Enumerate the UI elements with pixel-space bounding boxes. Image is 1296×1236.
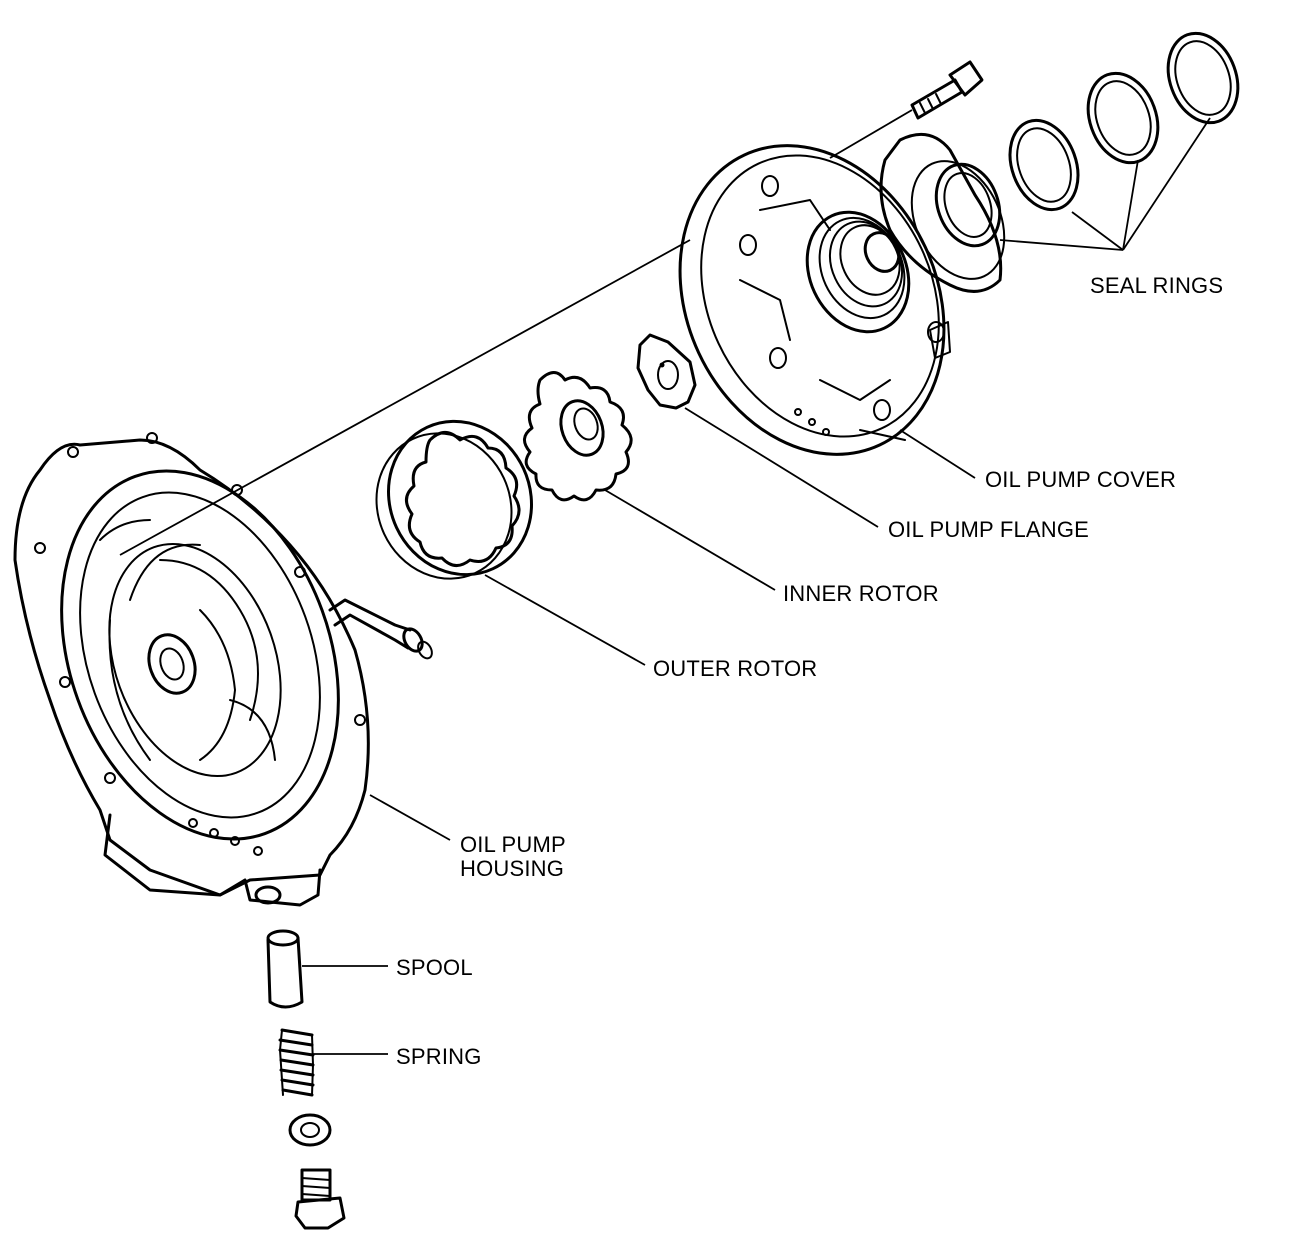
label-oil-pump-cover: OIL PUMP COVER bbox=[985, 467, 1176, 492]
label-outer-rotor: OUTER ROTOR bbox=[653, 656, 817, 681]
bolt-leader-line bbox=[829, 109, 913, 159]
seal-ring-4 bbox=[1166, 31, 1240, 125]
seal-rings-part bbox=[934, 31, 1240, 248]
leader-lines bbox=[302, 117, 1211, 1055]
plug-bolt-part bbox=[294, 1168, 346, 1230]
seal-ring-1 bbox=[934, 162, 1002, 248]
label-oil-pump-housing-line2: HOUSING bbox=[460, 856, 564, 881]
label-spool: SPOOL bbox=[396, 955, 473, 980]
label-oil-pump-flange: OIL PUMP FLANGE bbox=[888, 517, 1089, 542]
housing-bolt-holes bbox=[34, 432, 366, 856]
cover-plate-part bbox=[879, 132, 1006, 293]
label-spring: SPRING bbox=[396, 1044, 482, 1069]
spool-part bbox=[266, 929, 304, 1009]
label-inner-rotor: INNER ROTOR bbox=[783, 581, 939, 606]
seal-ring-2 bbox=[1008, 118, 1080, 212]
cover-bolt-part bbox=[910, 60, 984, 120]
label-seal-rings: SEAL RINGS bbox=[1090, 273, 1223, 298]
spring-part bbox=[278, 1028, 315, 1097]
assembly-axis-line bbox=[119, 239, 691, 556]
seal-ring-3 bbox=[1086, 71, 1160, 165]
oil-pump-flange-part bbox=[636, 333, 697, 410]
outer-rotor-part bbox=[375, 419, 533, 580]
washer-part bbox=[288, 1113, 332, 1147]
oil-pump-cover-part bbox=[678, 144, 951, 456]
oil-pump-housing-part bbox=[13, 432, 433, 907]
label-oil-pump-housing-line1: OIL PUMP bbox=[460, 832, 566, 857]
inner-rotor-part bbox=[523, 371, 633, 502]
